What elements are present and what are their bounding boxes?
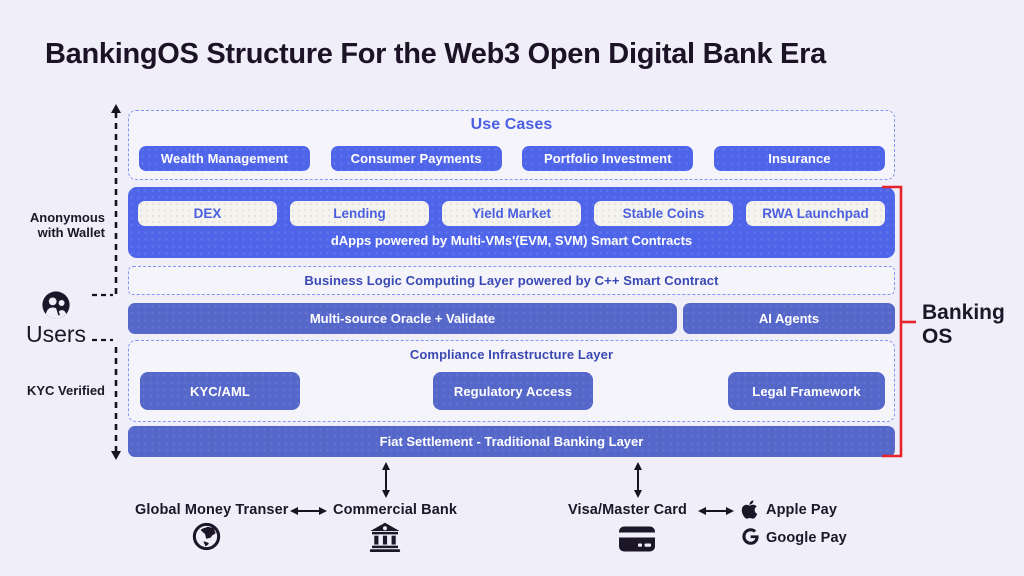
settlement-double-arrows	[382, 462, 642, 498]
users-group-icon	[42, 291, 70, 319]
fiat-settlement-label: Fiat Settlement - Traditional Banking La…	[379, 434, 644, 449]
anonymous-with-wallet-label: Anonymous with Wallet	[29, 210, 105, 241]
credit-card-icon	[618, 525, 656, 553]
ai-agents-label: AI Agents	[758, 311, 820, 326]
banking-os-line2: OS	[922, 324, 953, 348]
dapp-dex: DEX	[138, 201, 277, 226]
commercial-bank-label: Commercial Bank	[333, 502, 457, 518]
apple-pay-label: Apple Pay	[766, 502, 838, 518]
business-logic-label: Business Logic Computing Layer powered b…	[304, 273, 719, 288]
business-logic-layer: Business Logic Computing Layer powered b…	[128, 266, 895, 295]
compliance-kyc-aml: KYC/AML	[140, 372, 300, 410]
users-label: Users	[26, 321, 87, 347]
dapp-yield-market: Yield Market	[442, 201, 581, 226]
apple-icon	[741, 499, 758, 520]
compliance-title: Compliance Infrastructure Layer	[409, 347, 614, 362]
oracle-label: Multi-source Oracle + Validate	[309, 311, 496, 326]
use-case-portfolio-investment: Portfolio Investment	[522, 146, 694, 171]
visa-master-card-label: Visa/Master Card	[568, 502, 688, 518]
use-cases-title: Use Cases	[470, 116, 553, 133]
compliance-regulatory-access: Regulatory Access	[433, 372, 593, 410]
oracle-bar: Multi-source Oracle + Validate	[128, 303, 677, 334]
page-title: BankingOS Structure For the Web3 Open Di…	[45, 38, 826, 70]
banking-os-line1: Banking	[922, 301, 1005, 324]
google-g-icon	[742, 528, 759, 545]
use-case-wealth-management: Wealth Management	[139, 146, 310, 171]
dapp-rwa-launchpad: RWA Launchpad	[746, 201, 885, 226]
use-case-insurance: Insurance	[713, 146, 885, 171]
dapps-caption: dApps powered by Multi-VMs'(EVM, SVM) Sm…	[330, 233, 693, 248]
use-case-consumer-payments: Consumer Payments	[330, 146, 502, 171]
use-cases-layer: Use Cases Wealth Management Consumer Pay…	[128, 110, 895, 180]
global-money-transfer-label: Global Money Transer	[135, 502, 289, 518]
dapps-layer: DEX Lending Yield Market Stable Coins RW…	[128, 187, 895, 258]
left-flow-dashed-arrow	[92, 104, 121, 460]
globe-icon	[192, 522, 221, 551]
compliance-legal-framework: Legal Framework	[728, 372, 885, 410]
banking-os-label: Banking OS	[922, 301, 1005, 348]
dapp-stable-coins: Stable Coins	[594, 201, 733, 226]
ai-agents-bar: AI Agents	[683, 303, 895, 334]
kyc-verified-label: KYC Verified	[26, 383, 105, 398]
dapp-lending: Lending	[290, 201, 429, 226]
fiat-settlement-bar: Fiat Settlement - Traditional Banking La…	[128, 426, 895, 457]
compliance-layer: Compliance Infrastructure Layer KYC/AML …	[128, 340, 895, 422]
google-pay-label: Google Pay	[766, 530, 847, 546]
bank-icon	[369, 521, 401, 553]
